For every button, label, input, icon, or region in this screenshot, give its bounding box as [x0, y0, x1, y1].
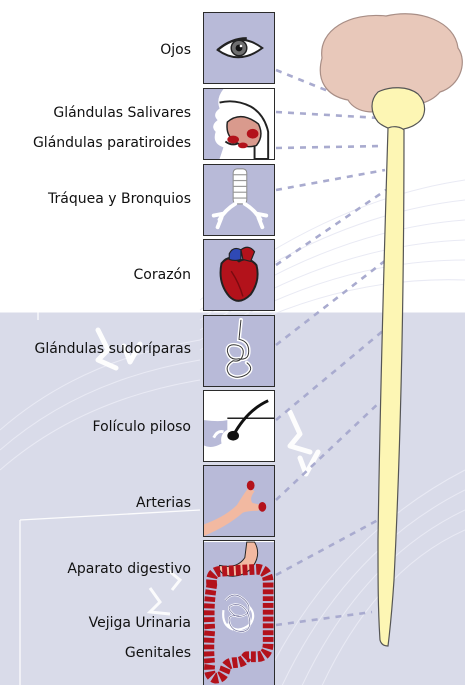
label-trachea-bronchi: Tráquea y Bronquios [48, 190, 191, 208]
label-sweat-glands: Glándulas sudoríparas [34, 340, 191, 358]
spinal-cord-icon [378, 127, 404, 646]
label-arteries: Arterias [136, 494, 191, 512]
hair-follicle-icon [204, 391, 274, 461]
trachea-icon [204, 165, 274, 235]
eye-icon [204, 13, 274, 83]
label-digestive-system: Aparato digestivo [67, 560, 191, 578]
sweat-gland-icon [204, 316, 274, 386]
label-heart: Corazón [134, 266, 191, 284]
artery-icon [204, 466, 274, 536]
organ-panel-trachea-bronchi [203, 164, 275, 236]
label-salivary-glands: Glándulas Salivares [53, 104, 191, 122]
label-eyes: Ojos [160, 41, 191, 59]
organ-panel-salivary-glands [203, 88, 275, 160]
label-urinary-bladder: Vejiga Urinaria [89, 614, 191, 632]
mouth-throat-icon [204, 89, 274, 159]
label-hair-follicle: Folículo piloso [93, 418, 191, 436]
label-parathyroid-glands: Glándulas paratiroides [33, 134, 191, 152]
organ-panel-eyes [203, 12, 275, 84]
organ-panel-digestive-urinary-genital [203, 540, 275, 685]
organ-panel-heart [203, 239, 275, 311]
organ-panel-sweat-glands [203, 315, 275, 387]
label-genitals: Genitales [125, 644, 191, 662]
heart-icon [204, 240, 274, 310]
organ-panel-hair-follicle [203, 390, 275, 462]
organ-panel-arteries [203, 465, 275, 537]
digestive-system-icon [204, 541, 274, 685]
